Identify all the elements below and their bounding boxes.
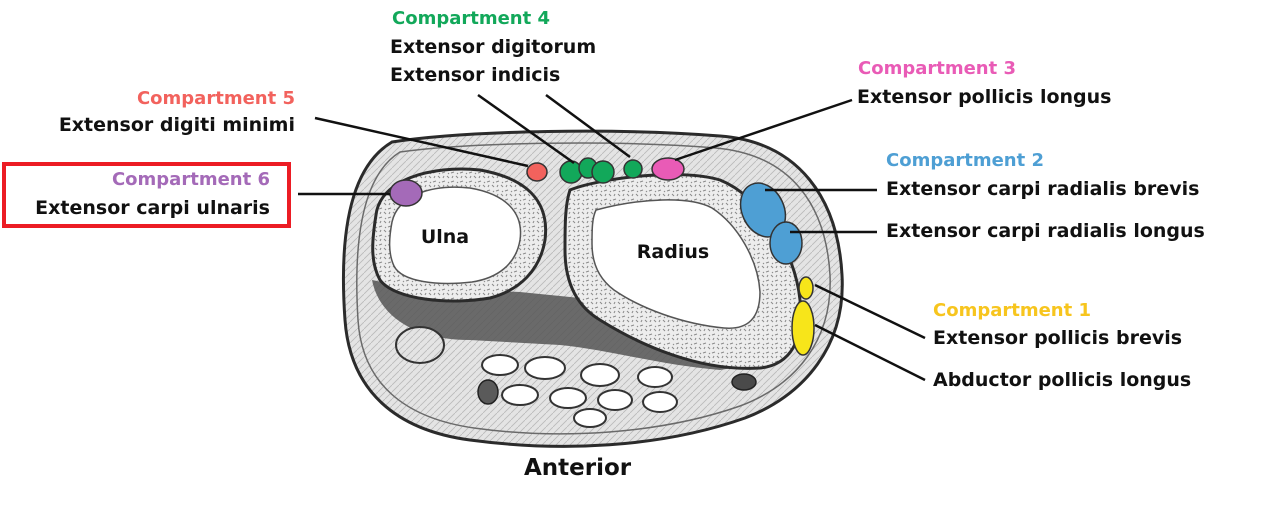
anterior-label: Anterior — [524, 455, 632, 481]
compartment-2-muscle-2: Extensor carpi radialis longus — [886, 220, 1205, 242]
compartment-5-tendon — [526, 162, 548, 182]
compartment-1-title: Compartment 1 — [933, 300, 1092, 321]
compartment-2-tendons — [739, 182, 803, 265]
compartment-1-muscle-2: Abductor pollicis longus — [933, 369, 1192, 391]
compartment-3-title: Compartment 3 — [858, 58, 1017, 79]
compartment-4-muscle-1: Extensor digitorum — [390, 36, 597, 58]
compartment-1-tendons — [791, 276, 815, 356]
leader-lines — [298, 93, 926, 382]
compartment-2-title: Compartment 2 — [886, 150, 1045, 171]
radius-label: Radius — [637, 241, 709, 263]
compartment-5-title: Compartment 5 — [136, 88, 295, 109]
compartment-1-muscle-1: Extensor pollicis brevis — [933, 327, 1183, 349]
compartment-3-tendon — [651, 157, 685, 181]
radius-label-box — [617, 232, 729, 270]
compartment-2-muscle-1: Extensor carpi radialis brevis — [886, 178, 1200, 200]
compartment-6-tendon — [389, 179, 423, 207]
compartment-4-tendons — [559, 157, 643, 184]
ulna-label-box — [409, 218, 481, 254]
compartment-4-title: Compartment 4 — [392, 8, 551, 29]
compartment-3-muscle-1: Extensor pollicis longus — [857, 86, 1112, 108]
compartment-6-muscle-1: Extensor carpi ulnaris — [35, 197, 270, 219]
compartment-6-title: Compartment 6 — [111, 169, 270, 190]
compartment-4-muscle-2: Extensor indicis — [390, 64, 561, 86]
compartment-5-muscle-1: Extensor digiti minimi — [58, 114, 295, 136]
highlight-box — [2, 162, 291, 228]
flexor-tendons — [481, 354, 678, 428]
ulna-label: Ulna — [421, 226, 469, 248]
